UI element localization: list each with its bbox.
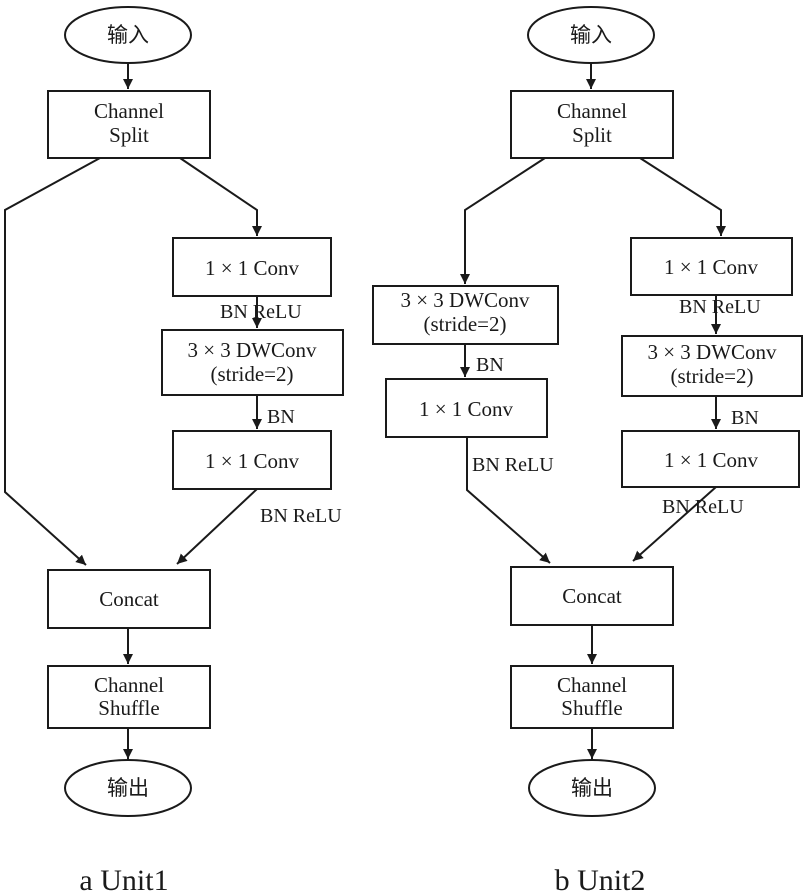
unit2-split-node: Channel Split (510, 90, 674, 159)
unit1-edge-label-bn: BN (267, 406, 295, 428)
unit1-concat-label: Concat (99, 587, 159, 611)
unit1-dwconv-label-1: 3 × 3 DWConv (187, 338, 317, 362)
unit2-concat-label: Concat (562, 584, 622, 608)
unit1-edge-shortcut (4, 157, 101, 566)
unit2-input-label: 输入 (570, 23, 612, 47)
unit1-shuffle-label-1: Channel (94, 673, 164, 697)
unit1-concat-node: Concat (47, 569, 211, 629)
unit1-conv2-label: 1 × 1 Conv (205, 449, 300, 473)
unit2-edge-split-left-dwconv (460, 157, 546, 284)
unit2-left-dwconv-label-1: 3 × 3 DWConv (400, 288, 530, 312)
unit1-input-node: 输入 (64, 6, 192, 64)
unit2-left-dwconv-label-2: (stride=2) (424, 312, 507, 336)
unit1-conv2-node: 1 × 1 Conv (172, 430, 332, 490)
unit2-concat-node: Concat (510, 566, 674, 626)
unit1-diagram: 输入 Channel Split 1 × 1 Conv BN ReLU 3 × … (4, 6, 344, 896)
unit1-dwconv-label-2: (stride=2) (211, 362, 294, 386)
unit2-right-conv2-label: 1 × 1 Conv (664, 448, 759, 472)
unit2-shuffle-node: Channel Shuffle (510, 665, 674, 729)
unit2-right-conv2-node: 1 × 1 Conv (621, 430, 800, 488)
unit2-right-dwconv-label-1: 3 × 3 DWConv (647, 340, 777, 364)
unit1-shuffle-node: Channel Shuffle (47, 665, 211, 729)
unit2-output-node: 输出 (528, 759, 656, 817)
unit2-right-dwconv-node: 3 × 3 DWConv (stride=2) (621, 335, 803, 397)
unit1-edge-label-bn-relu-1: BN ReLU (220, 301, 302, 323)
unit1-edge-conv2-concat (176, 488, 258, 565)
unit1-edge-label-bn-relu-2: BN ReLU (260, 505, 342, 527)
unit2-edge-left-conv-concat (466, 437, 551, 564)
unit2-left-edge-label-bn-relu: BN ReLU (472, 454, 554, 476)
unit1-dwconv-node: 3 × 3 DWConv (stride=2) (161, 329, 344, 396)
unit1-conv1-node: 1 × 1 Conv (172, 237, 332, 297)
unit1-output-label: 输出 (107, 776, 149, 800)
unit2-shuffle-label-2: Shuffle (561, 696, 622, 720)
unit2-shuffle-label-1: Channel (557, 673, 627, 697)
unit1-shuffle-label-2: Shuffle (98, 696, 159, 720)
unit2-right-edge-label-bn-relu-1: BN ReLU (679, 296, 761, 318)
unit1-output-node: 输出 (64, 759, 192, 817)
unit2-left-conv-node: 1 × 1 Conv (385, 378, 548, 438)
unit2-right-edge-label-bn-relu-2: BN ReLU (662, 496, 744, 518)
unit2-output-label: 输出 (571, 776, 613, 800)
unit2-left-dwconv-node: 3 × 3 DWConv (stride=2) (372, 285, 559, 345)
unit1-split-label-2: Split (109, 123, 149, 147)
unit2-left-edge-label-bn: BN (476, 354, 504, 376)
unit2-split-label-1: Channel (557, 99, 627, 123)
unit1-input-label: 输入 (107, 23, 149, 47)
unit1-conv1-label: 1 × 1 Conv (205, 256, 300, 280)
unit2-edge-right-conv2-concat (632, 486, 717, 562)
unit1-caption: a Unit1 (79, 864, 168, 896)
unit2-right-conv1-label: 1 × 1 Conv (664, 255, 759, 279)
unit2-caption: b Unit2 (555, 864, 646, 896)
unit2-left-conv-label: 1 × 1 Conv (419, 397, 514, 421)
unit2-right-edge-label-bn: BN (731, 407, 759, 429)
unit2-split-label-2: Split (572, 123, 612, 147)
unit2-input-node: 输入 (527, 6, 655, 64)
unit2-right-conv1-node: 1 × 1 Conv (630, 237, 793, 296)
unit1-split-node: Channel Split (47, 90, 211, 159)
unit2-edge-split-right-conv1 (639, 157, 726, 236)
unit1-split-label-1: Channel (94, 99, 164, 123)
unit2-diagram: 输入 Channel Split 3 × 3 DWConv (stride=2)… (372, 6, 803, 896)
unit1-edge-split-conv1 (179, 157, 262, 236)
unit2-right-dwconv-label-2: (stride=2) (671, 364, 754, 388)
